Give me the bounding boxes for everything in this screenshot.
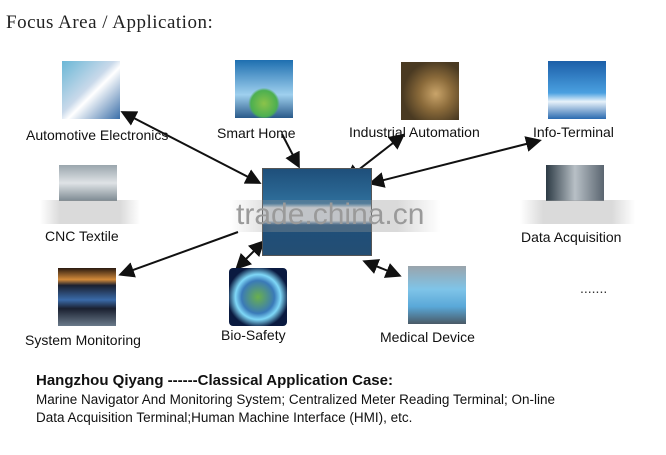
label-industrial-automation: Industrial Automation <box>349 124 480 140</box>
page-title: Focus Area / Application: <box>6 12 214 33</box>
application-case-line-2: Data Acquisition Terminal;Human Machine … <box>36 410 413 425</box>
data-acquisition-image <box>546 165 604 201</box>
application-case-line-1: Marine Navigator And Monitoring System; … <box>36 392 555 407</box>
system-monitoring-image <box>58 268 116 326</box>
application-case-section: Hangzhou Qiyang ------Classical Applicat… <box>36 372 656 427</box>
label-automotive-electronics: Automotive Electronics <box>26 127 169 143</box>
cnc-textile-blur-overlay <box>40 200 140 224</box>
watermark-text: trade.china.cn <box>236 198 425 231</box>
embedded-board-image <box>262 168 372 256</box>
data-acquisition-blur-overlay <box>520 200 635 224</box>
label-medical-device: Medical Device <box>380 329 475 345</box>
cnc-textile-image <box>59 165 117 201</box>
label-smart-home: Smart Home <box>217 125 296 141</box>
label-cnc-textile: CNC Textile <box>45 228 119 244</box>
smart-home-image <box>235 60 293 118</box>
automotive-electronics-image <box>62 61 120 119</box>
label-bio-safety: Bio-Safety <box>221 327 286 343</box>
more-indicator: ....... <box>580 280 608 296</box>
watermark-blur-overlay <box>230 200 440 232</box>
label-data-acquisition: Data Acquisition <box>521 229 622 245</box>
application-case-heading: Hangzhou Qiyang ------Classical Applicat… <box>36 372 393 389</box>
info-terminal-image <box>548 61 606 119</box>
medical-device-image <box>408 266 466 324</box>
label-info-terminal: Info-Terminal <box>533 124 614 140</box>
label-system-monitoring: System Monitoring <box>25 332 141 348</box>
bio-safety-image <box>229 268 287 326</box>
industrial-automation-image <box>401 62 459 120</box>
